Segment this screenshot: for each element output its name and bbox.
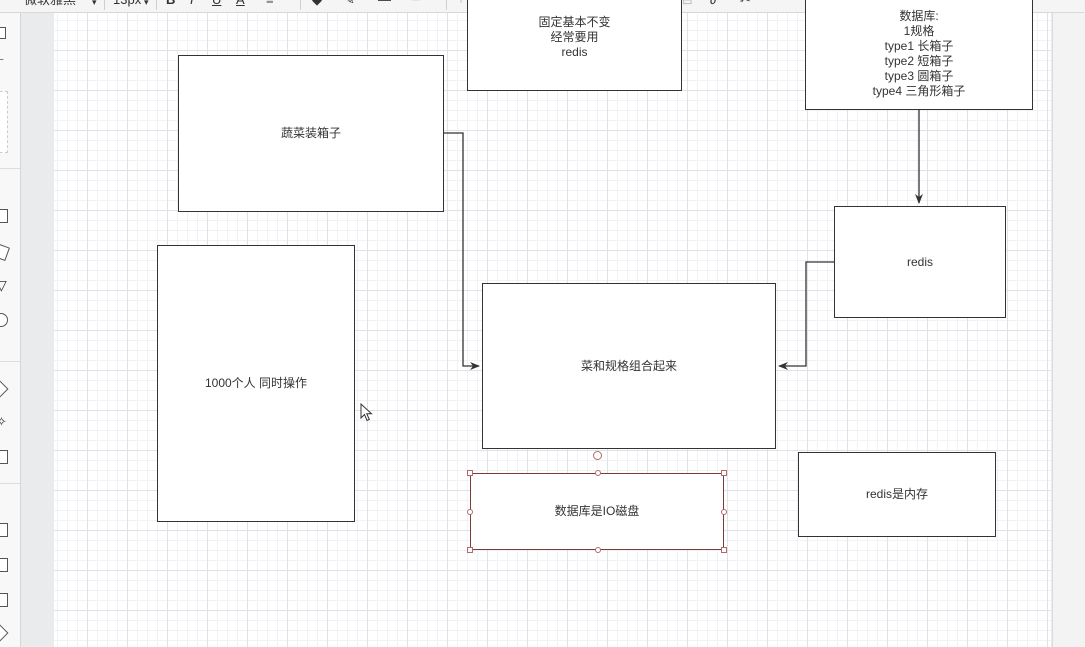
palette-star-icon[interactable]: ✧ bbox=[0, 414, 7, 429]
font-family-select[interactable]: 微软雅黑 bbox=[24, 0, 76, 8]
palette-shape-rect-icon[interactable] bbox=[0, 27, 6, 39]
toolbar-divider bbox=[446, 0, 447, 10]
fill-color-icon[interactable]: ◆ bbox=[312, 0, 322, 8]
underline-button[interactable]: U bbox=[212, 0, 221, 8]
palette-hexagon-icon[interactable] bbox=[0, 624, 9, 642]
mouse-cursor-icon bbox=[360, 402, 373, 422]
node-label: redis bbox=[906, 254, 933, 269]
palette-pentagon-icon[interactable] bbox=[0, 243, 10, 261]
resize-handle-w[interactable] bbox=[467, 509, 473, 515]
align-icon[interactable]: ≡ bbox=[266, 0, 274, 8]
node-label: 1000个人 同时操作 bbox=[204, 376, 308, 390]
node-database-io-selected[interactable]: 数据库是IO磁盘 bbox=[470, 473, 724, 550]
toolbar-divider bbox=[156, 0, 157, 10]
node-thousand-users[interactable]: 1000个人 同时操作 bbox=[157, 245, 355, 522]
palette-square-icon[interactable] bbox=[0, 593, 8, 607]
link-icon[interactable]: ∂ bbox=[710, 0, 716, 8]
font-size-select[interactable]: 13px bbox=[113, 0, 141, 8]
node-label: 数据库是IO磁盘 bbox=[554, 504, 640, 518]
resize-handle-s[interactable] bbox=[595, 547, 601, 553]
node-label: redis是内存 bbox=[865, 487, 928, 501]
rotate-handle[interactable] bbox=[593, 451, 602, 460]
toolbar-divider bbox=[104, 0, 105, 10]
node-vegetable-box[interactable]: 蔬菜装箱子 bbox=[178, 55, 444, 212]
palette-diamond-icon[interactable] bbox=[0, 380, 9, 398]
resize-handle-ne[interactable] bbox=[721, 470, 727, 476]
node-label: 固定基本不变 经常要用 redis bbox=[538, 15, 611, 59]
palette-card-icon[interactable] bbox=[0, 523, 8, 537]
palette-divider bbox=[0, 168, 20, 169]
line-width-icon[interactable]: — bbox=[378, 0, 391, 8]
palette-divider bbox=[0, 483, 20, 484]
shape-palette: ⌐ ▽ ✧ bbox=[0, 13, 21, 647]
right-scroll-area[interactable] bbox=[1052, 13, 1085, 647]
ungroup-icon[interactable]: ⊟ bbox=[682, 0, 693, 8]
line-style-icon[interactable]: ┄ bbox=[412, 0, 420, 8]
palette-rectangle-icon[interactable] bbox=[0, 209, 8, 223]
node-combine[interactable]: 菜和规格组合起来 bbox=[482, 283, 776, 449]
resize-handle-e[interactable] bbox=[721, 509, 727, 515]
node-label: 蔬菜装箱子 bbox=[280, 126, 341, 140]
palette-placeholder bbox=[0, 91, 8, 153]
palette-circle-icon[interactable] bbox=[0, 313, 8, 327]
resize-handle-nw[interactable] bbox=[467, 470, 473, 476]
node-label: 数据库: 1规格 type1 长箱子 type2 短箱子 type3 圆箱子 t… bbox=[872, 9, 966, 98]
italic-button[interactable]: I bbox=[190, 0, 194, 8]
chevron-down-icon: ▾ bbox=[92, 0, 97, 7]
line-color-icon[interactable]: ✎ bbox=[344, 0, 355, 8]
palette-text-icon[interactable]: ⌐ bbox=[0, 55, 4, 66]
node-redis[interactable]: redis bbox=[834, 206, 1006, 318]
palette-divider bbox=[0, 361, 20, 362]
resize-handle-n[interactable] bbox=[595, 470, 601, 476]
toolbar-divider bbox=[300, 0, 301, 10]
connector-icon[interactable]: ⌐ bbox=[460, 0, 468, 8]
resize-handle-sw[interactable] bbox=[467, 547, 473, 553]
font-color-button[interactable]: A bbox=[236, 0, 245, 8]
resize-handle-se[interactable] bbox=[721, 547, 727, 553]
format-painter-icon[interactable]: ✂ bbox=[740, 0, 751, 8]
node-label: 菜和规格组合起来 bbox=[580, 358, 677, 373]
node-database-specs[interactable]: 数据库: 1规格 type1 长箱子 type2 短箱子 type3 圆箱子 t… bbox=[805, 0, 1033, 110]
palette-square-icon[interactable] bbox=[0, 450, 8, 464]
chevron-down-icon: ▾ bbox=[144, 0, 149, 7]
node-redis-memory[interactable]: redis是内存 bbox=[798, 452, 996, 537]
bold-button[interactable]: B bbox=[166, 0, 175, 8]
palette-triangle-icon[interactable]: ▽ bbox=[0, 277, 7, 293]
node-fixed-redis[interactable]: 固定基本不变 经常要用 redis bbox=[467, 0, 682, 91]
palette-document-icon[interactable] bbox=[0, 558, 8, 572]
